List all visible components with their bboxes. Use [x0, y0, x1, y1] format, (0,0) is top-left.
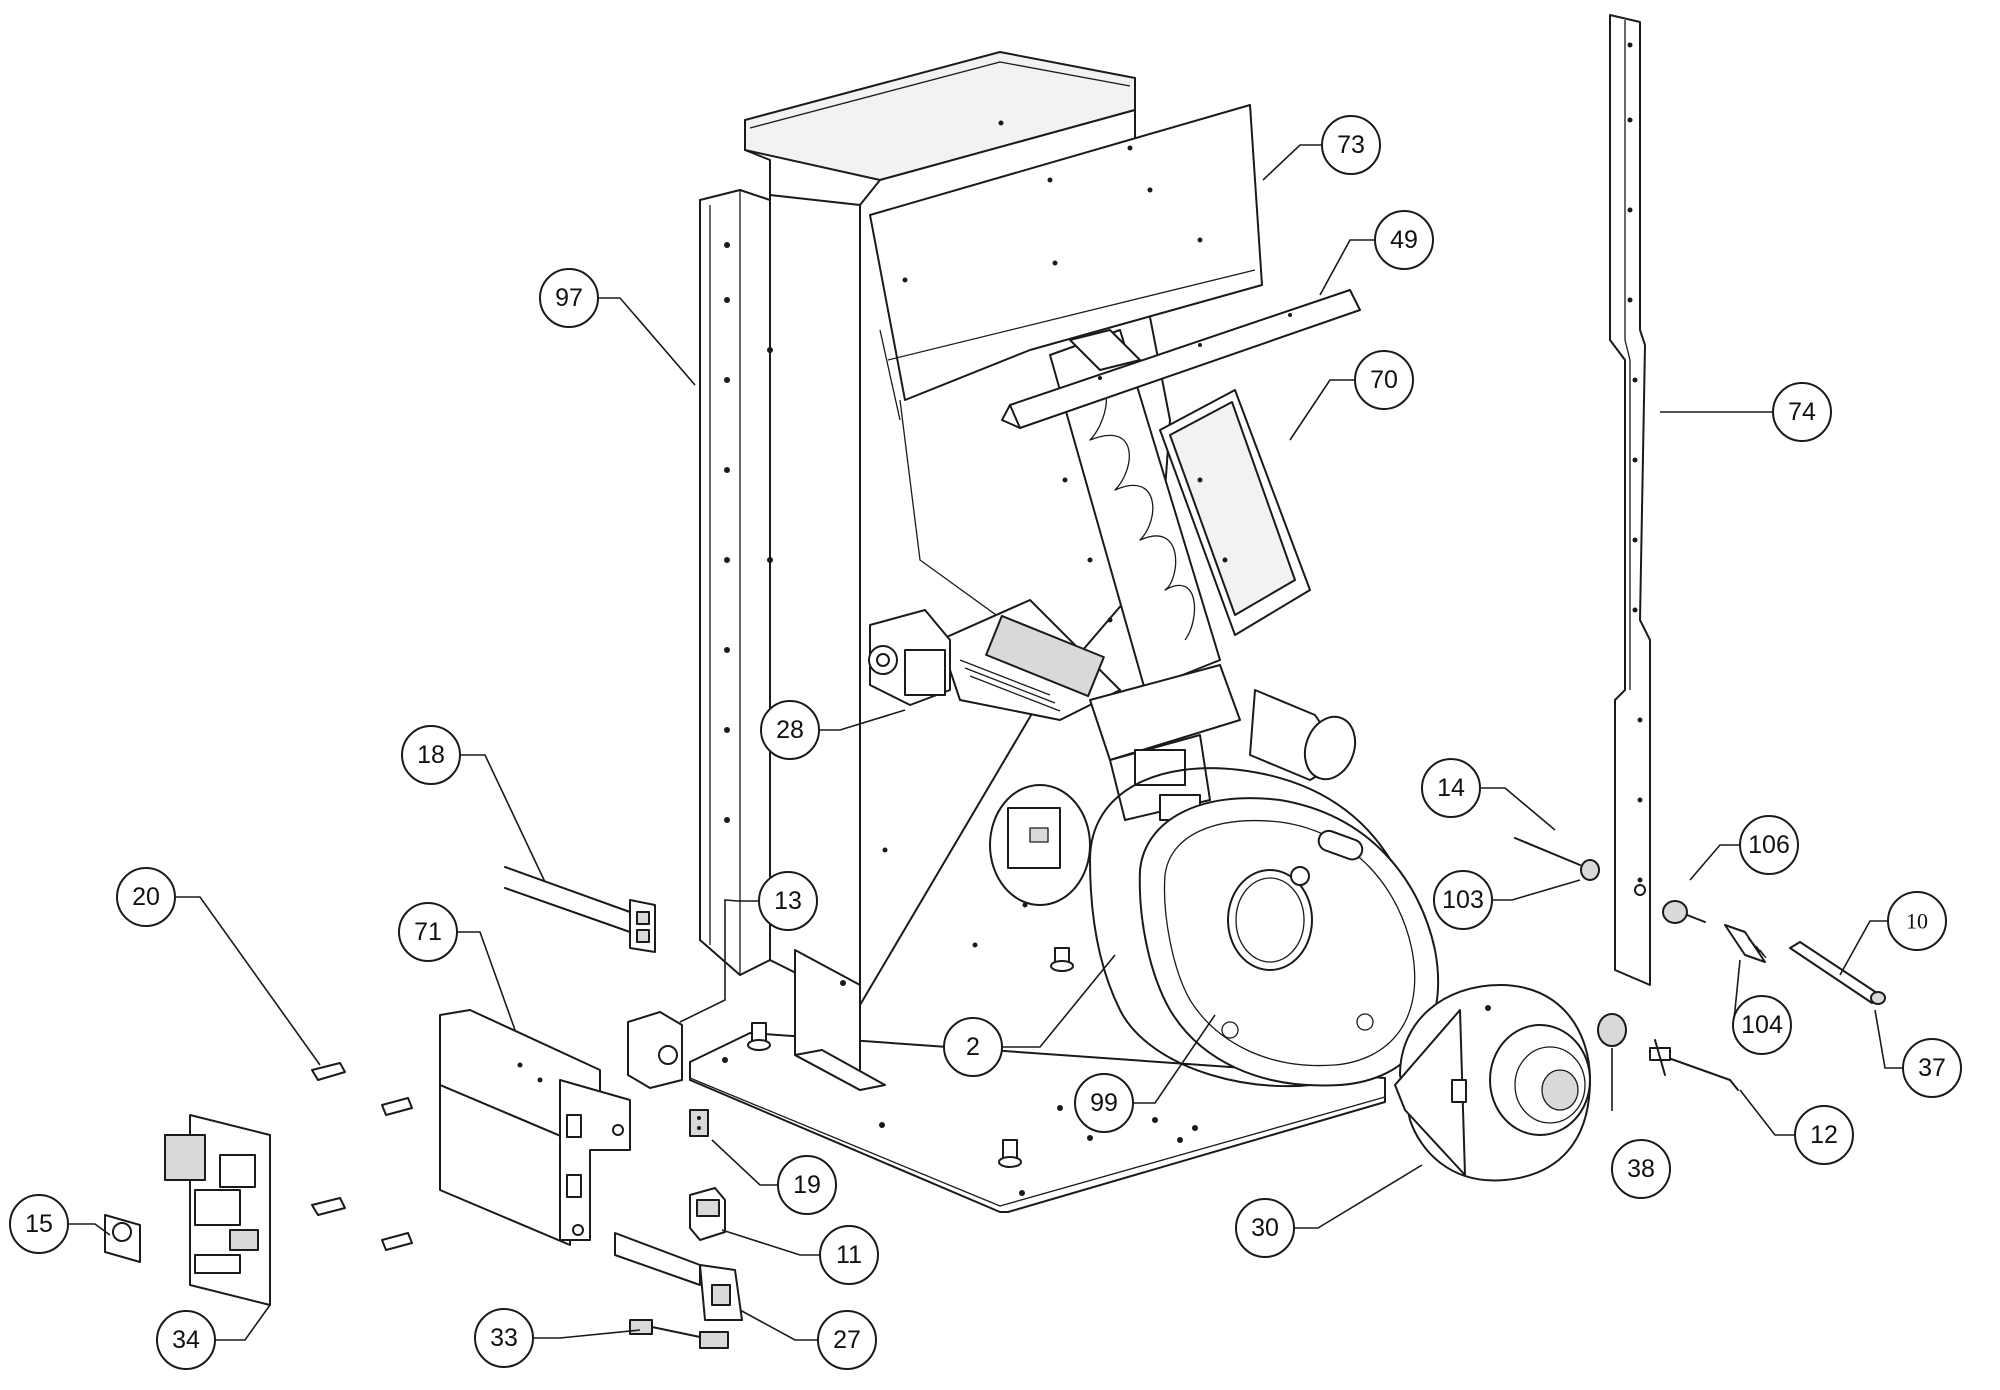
callout-106: 106: [1739, 815, 1799, 875]
callout-label: 104: [1741, 1011, 1783, 1039]
callout-label: 38: [1627, 1155, 1655, 1183]
callout-label: 33: [490, 1324, 518, 1352]
callout-label: 10: [1906, 909, 1928, 934]
callout-label: 19: [793, 1171, 821, 1199]
cleanout-cover: [1159, 389, 1311, 636]
base-bracket: [794, 949, 886, 1091]
callout-15: 15: [9, 1194, 69, 1254]
base-stud: [747, 1022, 771, 1051]
part-13-switch: [627, 1011, 683, 1089]
part-18-probe: [504, 866, 656, 953]
callout-19: 19: [777, 1155, 837, 1215]
leader-lines: [68, 144, 1903, 1341]
exhaust-tube: [1249, 689, 1357, 781]
callout-label: 28: [776, 716, 804, 744]
callout-18: 18: [401, 725, 461, 785]
callout-30: 30: [1235, 1198, 1295, 1258]
callout-73: 73: [1321, 115, 1381, 175]
callout-104: 104: [1732, 995, 1792, 1055]
callout-20: 20: [116, 867, 176, 927]
callout-34: 34: [156, 1310, 216, 1370]
callout-14: 14: [1421, 758, 1481, 818]
callout-label: 20: [132, 883, 160, 911]
part-11-rocker-switch: [689, 1187, 726, 1241]
callout-label: 70: [1370, 366, 1398, 394]
part-38-disc: [1597, 1013, 1627, 1047]
part-15-display: [104, 1214, 141, 1263]
baffle-channel: [1001, 289, 1361, 429]
right-side-panel: [1609, 14, 1651, 986]
motor-mount-bracket: [1089, 664, 1241, 821]
part-14-wire: [1514, 837, 1581, 866]
callout-label: 106: [1748, 831, 1790, 859]
callout-70: 70: [1354, 350, 1414, 410]
callout-label: 71: [414, 918, 442, 946]
callout-74: 74: [1772, 382, 1832, 442]
callout-2: 2: [943, 1017, 1003, 1077]
callout-label: 103: [1442, 886, 1484, 914]
part-34-control-board: [164, 1114, 271, 1306]
callout-33: 33: [474, 1308, 534, 1368]
callout-label: 27: [833, 1326, 861, 1354]
part-33-harness: [629, 1319, 729, 1349]
left-side-panel: [699, 189, 773, 976]
part-20-pushpin: [311, 1062, 413, 1251]
callout-label: 73: [1337, 131, 1365, 159]
callout-label: 74: [1788, 398, 1816, 426]
callout-27: 27: [817, 1310, 877, 1370]
base-stud: [1050, 947, 1074, 972]
callout-label: 11: [836, 1241, 862, 1269]
callout-label: 49: [1390, 226, 1418, 254]
callout-11: 11: [819, 1225, 879, 1285]
part-27-power-inlet: [614, 1232, 743, 1321]
callout-97: 97: [539, 268, 599, 328]
auger-assembly: [1049, 329, 1221, 691]
callout-103: 103: [1433, 870, 1493, 930]
burnpot-housing: [1138, 797, 1440, 1087]
callout-10: 10: [1887, 891, 1947, 951]
callout-label: 18: [417, 741, 445, 769]
part-104-spring: [1724, 924, 1767, 963]
igniter: [1649, 1039, 1739, 1091]
callout-label: 99: [1090, 1089, 1118, 1117]
part-19-connector: [689, 1109, 709, 1137]
callout-label: 2: [966, 1033, 980, 1061]
auger-motor: [868, 599, 1121, 721]
callout-28: 28: [760, 700, 820, 760]
callout-label: 14: [1437, 774, 1465, 802]
callout-label: 97: [555, 284, 583, 312]
part-71-control-bracket: [439, 1009, 631, 1246]
combustion-blower: [1394, 984, 1591, 1182]
callout-label: 37: [1918, 1054, 1946, 1082]
callout-label: 12: [1810, 1121, 1838, 1149]
part-10-rod: [1789, 941, 1886, 1005]
callout-label: 13: [774, 887, 802, 915]
part-103-grommet: [1580, 859, 1600, 881]
callout-71: 71: [398, 902, 458, 962]
callout-38: 38: [1611, 1139, 1671, 1199]
callout-13: 13: [758, 871, 818, 931]
callout-label: 34: [172, 1326, 200, 1354]
callout-12: 12: [1794, 1105, 1854, 1165]
callout-99: 99: [1074, 1073, 1134, 1133]
base-stud: [998, 1139, 1022, 1168]
callout-37: 37: [1902, 1038, 1962, 1098]
part-106-fitting: [1662, 900, 1706, 924]
callout-49: 49: [1374, 210, 1434, 270]
callout-label: 30: [1251, 1214, 1279, 1242]
callout-label: 15: [25, 1210, 53, 1238]
